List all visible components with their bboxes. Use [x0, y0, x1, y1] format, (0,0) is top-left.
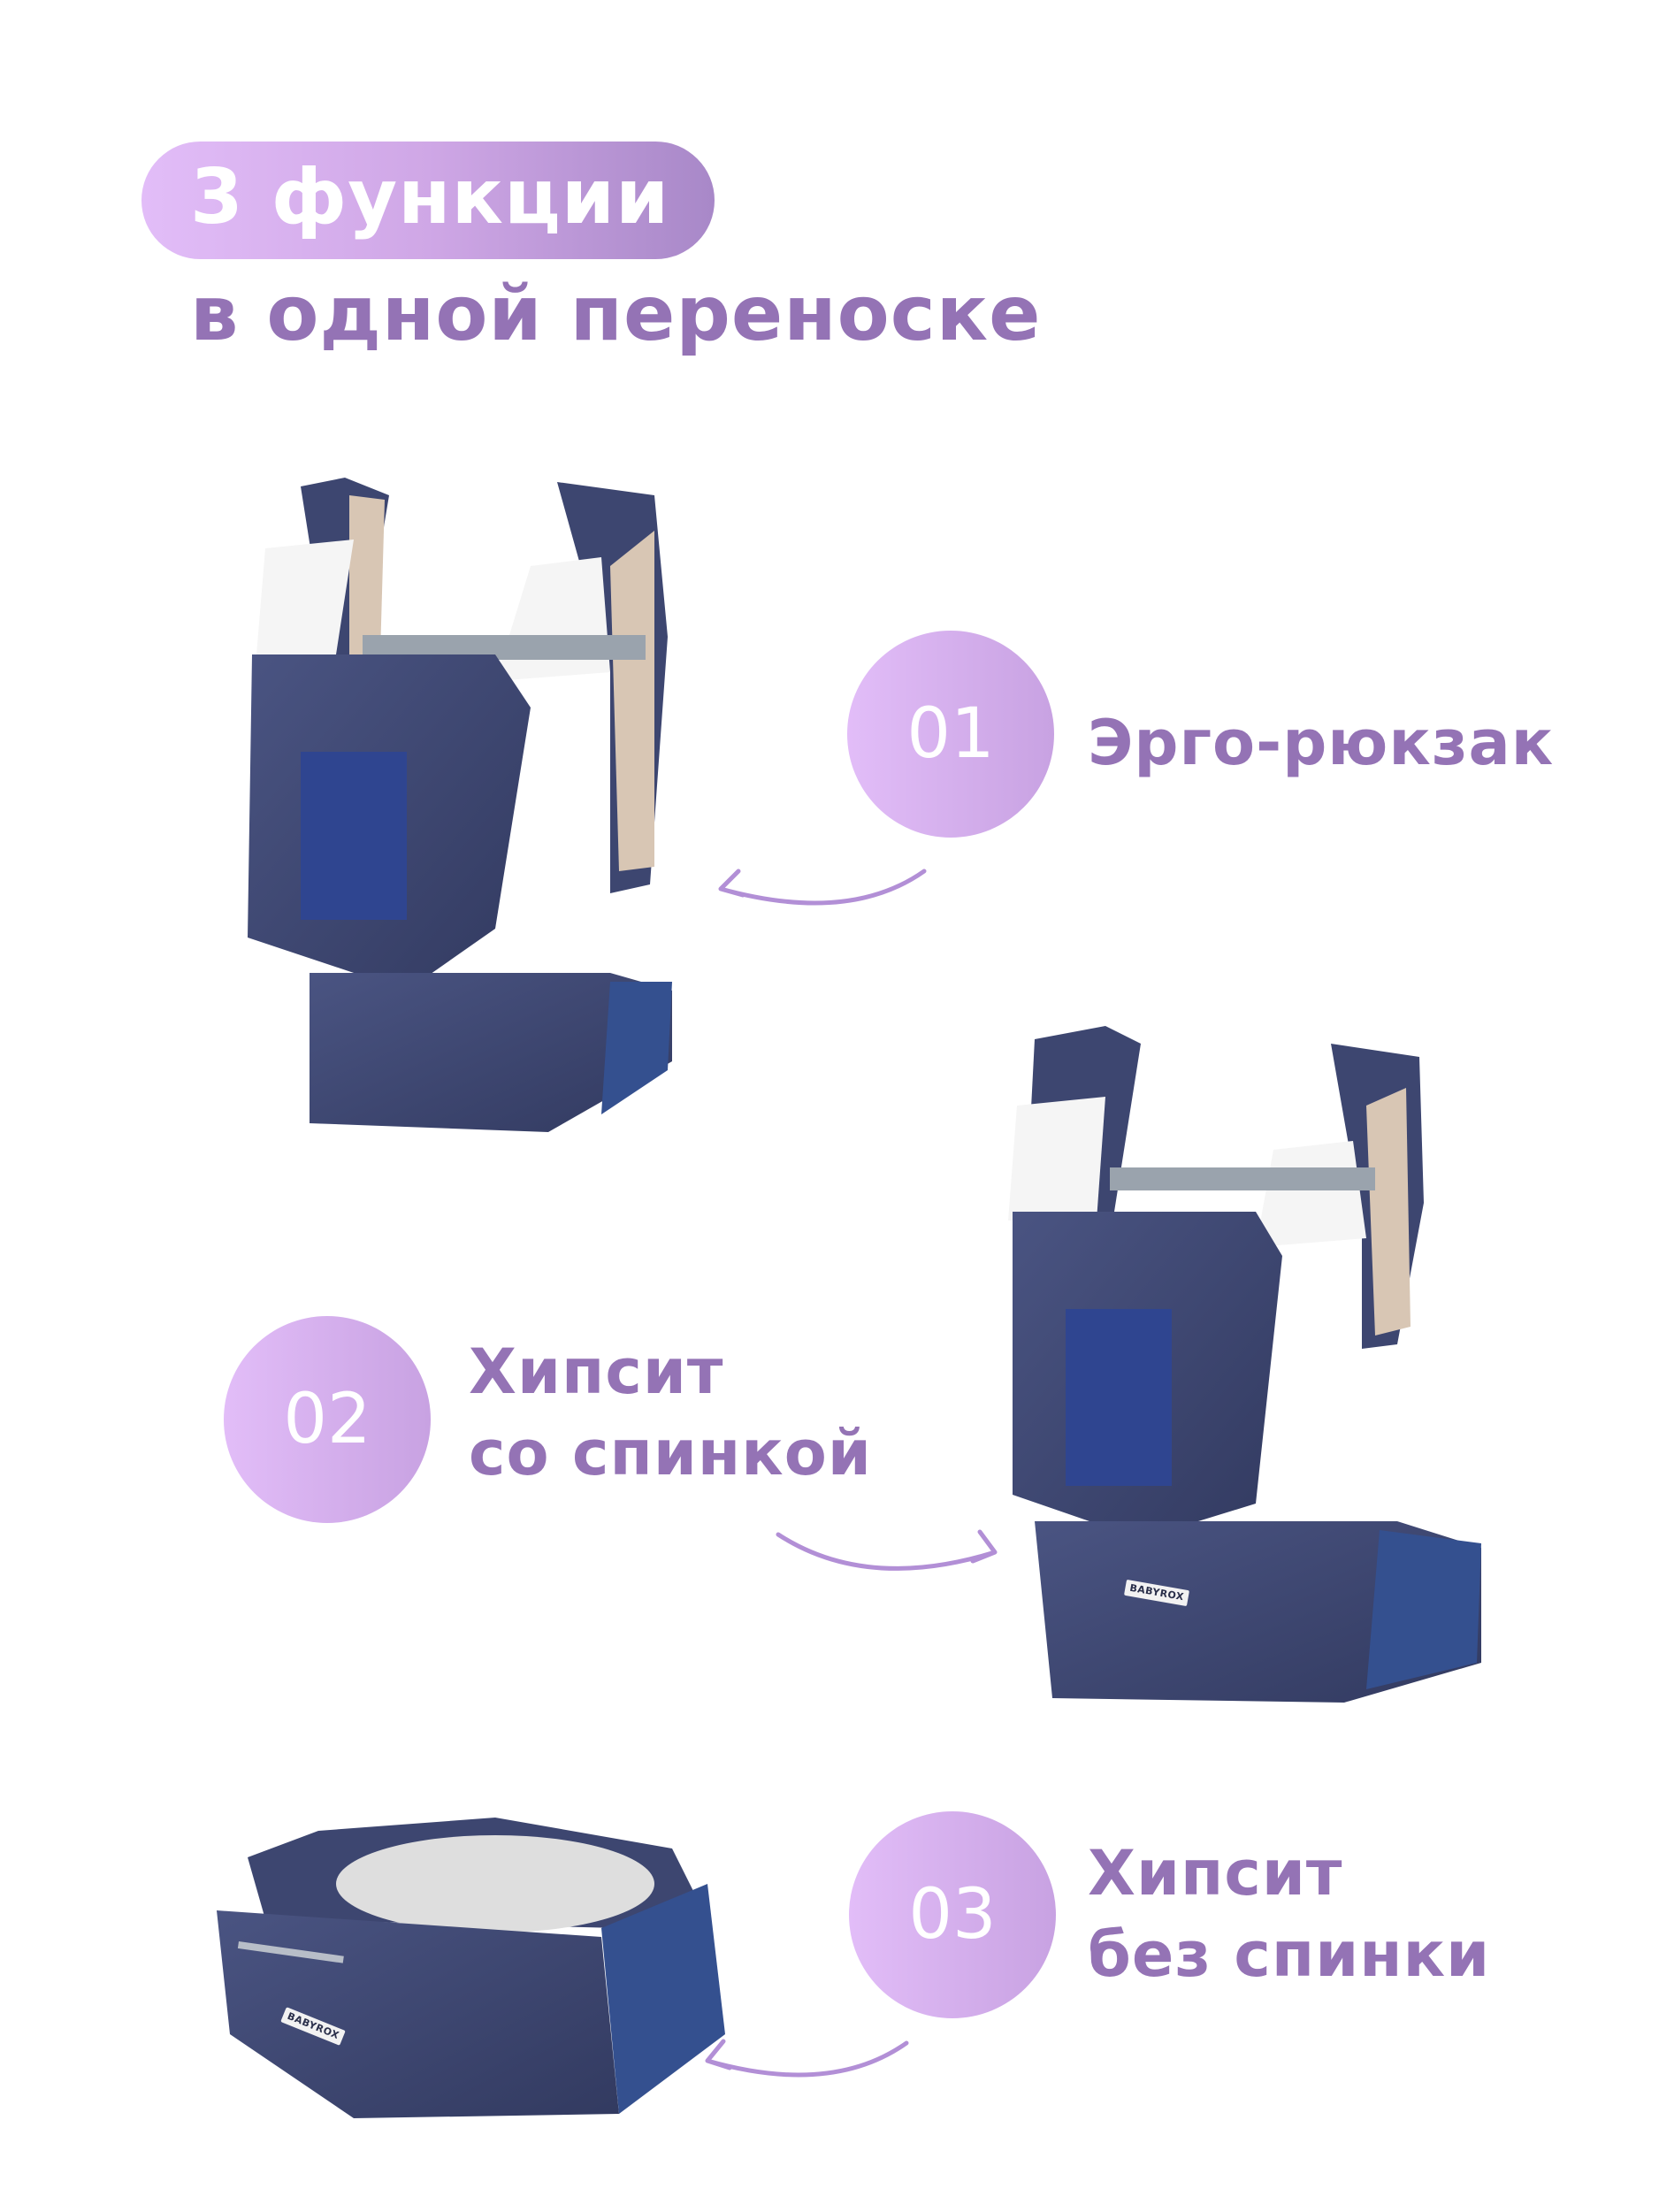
hipseat-no-back-image — [217, 1818, 725, 2118]
arrow-3-icon — [705, 2039, 909, 2078]
title-badge-text: 3 функции — [190, 153, 670, 241]
ergo-carrier-image — [248, 478, 672, 1132]
feature-label-01: Эрго-рюкзак — [1088, 702, 1554, 784]
title-badge — [141, 142, 715, 259]
feature-number-02: 02 — [224, 1316, 431, 1523]
arrow-2-icon — [776, 1529, 998, 1571]
feature-label-line: без спинки — [1088, 1918, 1491, 1991]
feature-label-line: Хипсит — [1088, 1837, 1343, 1910]
hipseat-with-back-image — [1008, 1026, 1481, 1703]
feature-label-line: со спинкой — [469, 1417, 872, 1489]
page-subtitle: в одной переноске — [190, 270, 1042, 358]
feature-label-line: Хипсит — [469, 1336, 724, 1408]
feature-number-03: 03 — [849, 1811, 1056, 2018]
feature-number-01: 01 — [847, 631, 1054, 838]
feature-label-line: Эрго-рюкзак — [1088, 707, 1555, 779]
feature-label-03: Хипсит без спинки — [1088, 1833, 1490, 1995]
feature-label-02: Хипсит со спинкой — [469, 1331, 872, 1494]
arrow-1-icon — [718, 869, 927, 906]
